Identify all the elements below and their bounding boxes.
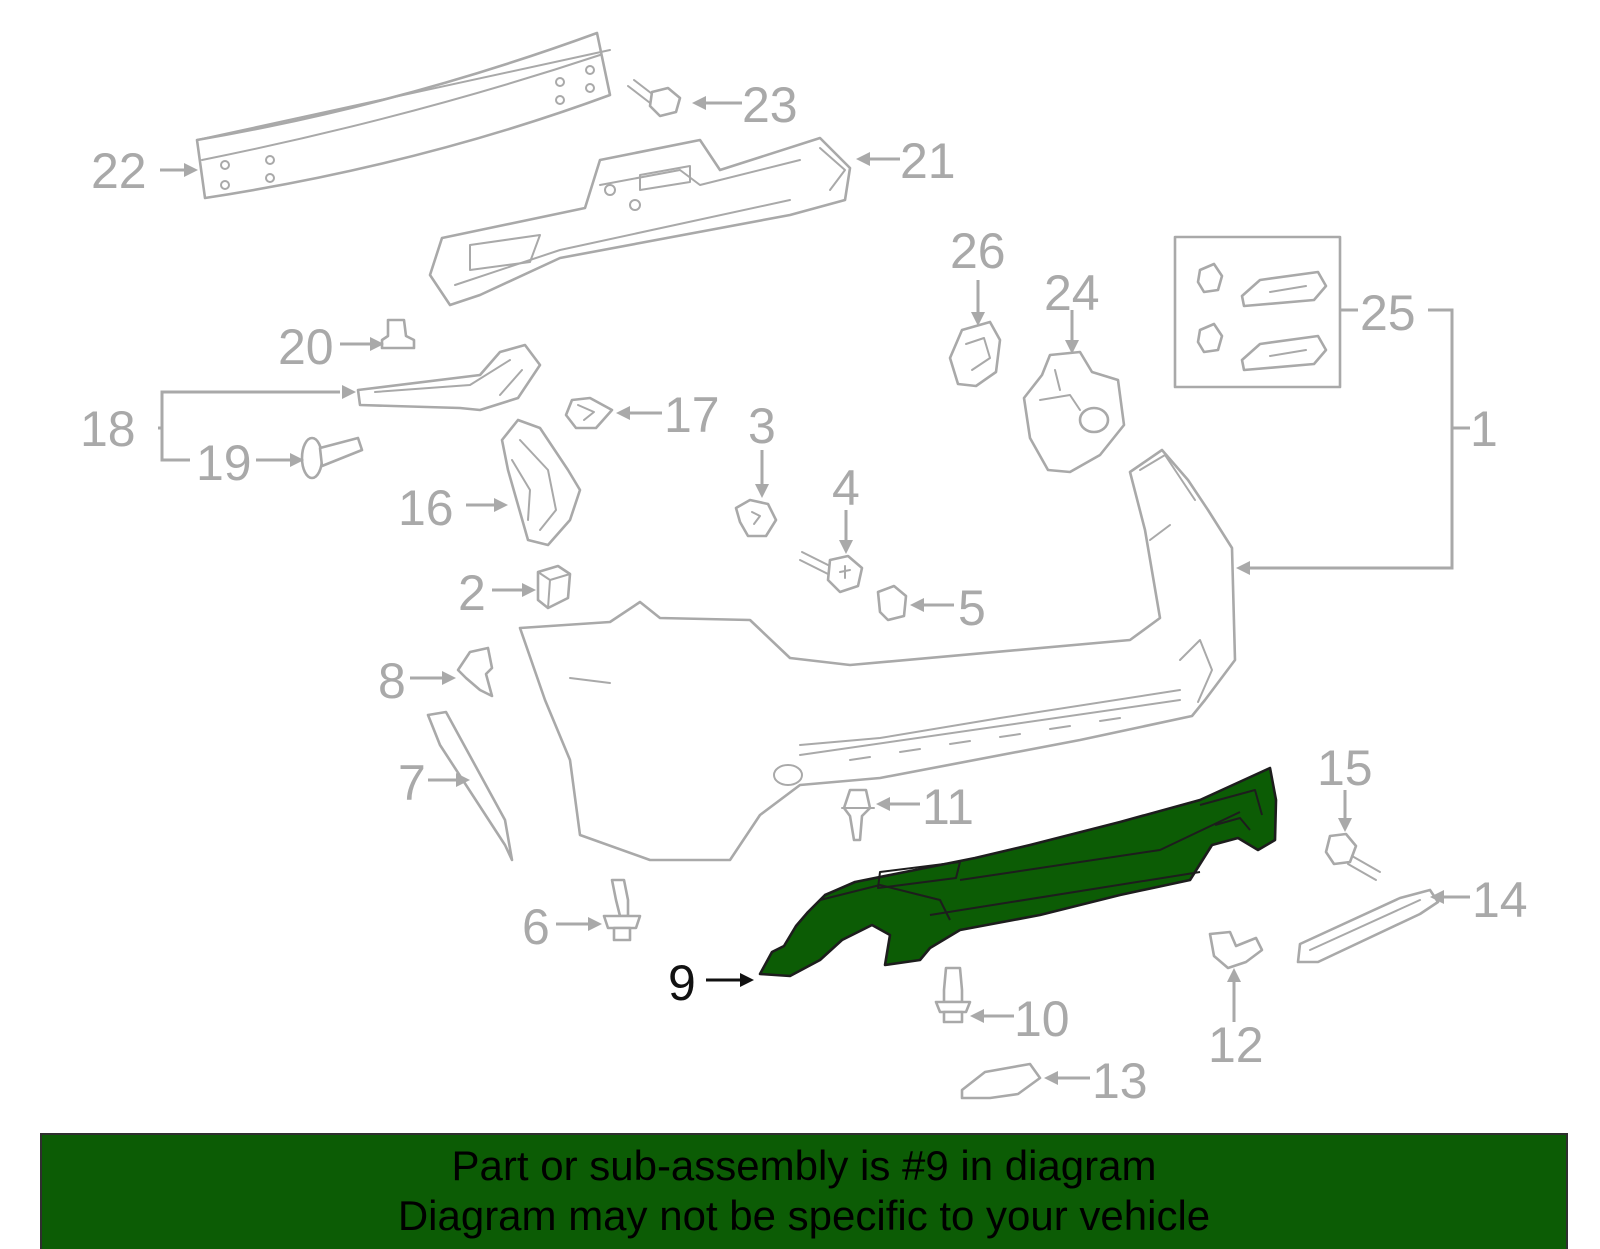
part-20-clip: [380, 318, 416, 350]
part-4-screw: [799, 551, 864, 594]
callout-2: 2: [458, 565, 486, 621]
callout-21: 21: [900, 133, 956, 189]
callout-26: 26: [950, 223, 1006, 279]
part-14-reflector: [1296, 888, 1440, 964]
callout-9: 9: [668, 955, 696, 1011]
callout-22: 22: [91, 143, 147, 199]
callout-10: 10: [1014, 991, 1070, 1047]
part-23-bolt: [627, 79, 682, 118]
part-12-bracket: [1208, 930, 1264, 970]
info-banner: Part or sub-assembly is #9 in diagram Di…: [40, 1133, 1568, 1249]
part-17-nut-clip: [564, 396, 614, 430]
banner-line-part: Part or sub-assembly is #9 in diagram: [451, 1142, 1157, 1189]
callout-19: 19: [196, 435, 252, 491]
part-19-fastener: [300, 436, 364, 480]
part-7-molding: [426, 710, 514, 862]
part-26-sensor-retainer: [948, 320, 1002, 388]
callout-24: 24: [1044, 265, 1100, 321]
part-11-push-clip: [841, 788, 875, 842]
callout-14: 14: [1472, 872, 1528, 928]
part-18-side-bracket: [356, 343, 542, 412]
part-8-bracket: [456, 646, 494, 698]
callout-8: 8: [378, 653, 406, 709]
leader-lines: [158, 96, 1470, 1085]
callout-20: 20: [278, 319, 334, 375]
callout-18: 18: [80, 401, 136, 457]
part-16-bracket: [500, 418, 582, 547]
callout-3: 3: [748, 398, 776, 454]
part-5-cap: [876, 584, 908, 622]
part-24-parking-sensor: [1022, 350, 1126, 474]
callout-6: 6: [522, 899, 550, 955]
callout-7: 7: [398, 755, 426, 811]
part-6-clip: [602, 878, 642, 942]
part-3-clip: [734, 498, 778, 538]
callout-25: 25: [1360, 285, 1416, 341]
part-15-bolt: [1324, 832, 1381, 881]
banner-line-disclaimer: Diagram may not be specific to your vehi…: [397, 1192, 1211, 1239]
callout-11: 11: [922, 779, 974, 835]
part-13-cover: [960, 1062, 1042, 1100]
part-9-lower-valance: [758, 766, 1278, 978]
part-21-energy-absorber: [428, 136, 852, 307]
callout-16: 16: [398, 480, 454, 536]
callout-5: 5: [958, 580, 986, 636]
part-2-retainer: [536, 564, 572, 610]
callout-12: 12: [1208, 1017, 1264, 1073]
callout-15: 15: [1317, 740, 1373, 796]
callout-23: 23: [742, 77, 798, 133]
callout-17: 17: [664, 387, 720, 443]
part-10-clip: [934, 966, 972, 1024]
callout-numbers: 22 23 21 26 24 25 20 18 19 17 3 1 16 4 2…: [80, 77, 1528, 1109]
callout-13: 13: [1092, 1053, 1148, 1109]
part-25-sensor-kit: [1173, 235, 1342, 389]
callout-1: 1: [1470, 401, 1498, 457]
part-1-bumper-cover: [518, 448, 1237, 862]
callout-4: 4: [832, 460, 860, 516]
part-22-reinforcement-beam: [195, 31, 612, 200]
